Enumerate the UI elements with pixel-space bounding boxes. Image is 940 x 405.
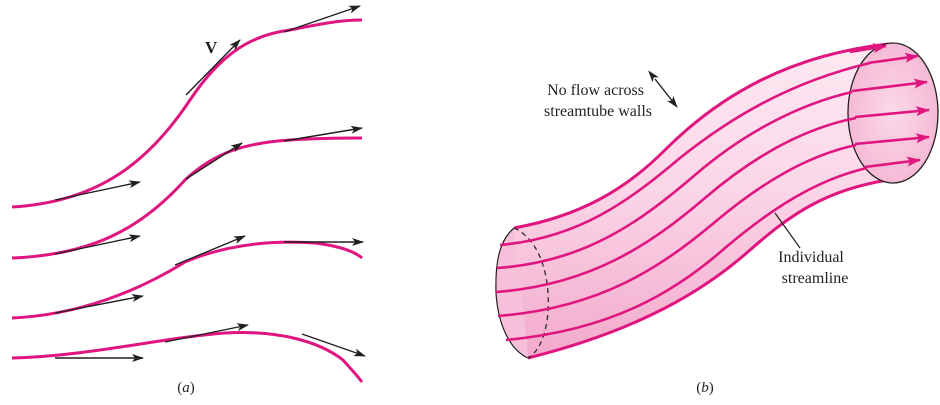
velocity-arrow-icon [185, 39, 241, 96]
velocity-arrow-icon [174, 235, 246, 266]
velocity-arrow-icon [164, 323, 249, 343]
inlet-ellipse-front [495, 227, 529, 359]
velocity-arrow-icon [185, 142, 243, 180]
panel-b: No flow across streamtube walls Individu… [495, 42, 939, 396]
vector-label: V [205, 38, 218, 57]
annotation-streamline: Individual streamline [778, 249, 848, 287]
streamline-3 [11, 240, 363, 320]
streamline-4 [11, 331, 364, 383]
caption-b: (b) [696, 380, 714, 396]
streamline-2 [11, 136, 363, 260]
arrowhead-icon [851, 78, 928, 93]
arrowhead-icon [854, 133, 930, 146]
panel-a: V (a) [11, 5, 366, 396]
velocity-arrow-icon [301, 333, 366, 357]
velocity-arrow-icon [54, 234, 141, 255]
streamline-1 [11, 18, 363, 209]
inlet-ellipse-back [513, 227, 549, 359]
double-headed-arrow-icon [648, 70, 678, 108]
internal-streamline [497, 143, 857, 318]
velocity-arrow-icon [54, 180, 141, 201]
caption-a: (a) [177, 380, 195, 396]
internal-streamline [499, 61, 871, 247]
arrowhead-icon [864, 156, 921, 169]
velocity-arrow-icon [283, 125, 363, 142]
internal-streamline [496, 90, 853, 270]
annotation-no-flow: No flow across streamtube walls [544, 82, 652, 120]
arrowhead-icon [854, 106, 930, 119]
arrowhead-icon [849, 43, 887, 54]
velocity-arrow-icon [54, 294, 144, 314]
internal-streamline [495, 116, 857, 294]
streamtube-wall-bottom [527, 178, 889, 360]
arrowhead-icon [867, 52, 919, 65]
velocity-arrow-icon [283, 5, 361, 33]
streamtube-wall-top [513, 42, 889, 230]
leader-line [774, 212, 801, 249]
internal-streamline [505, 166, 868, 342]
